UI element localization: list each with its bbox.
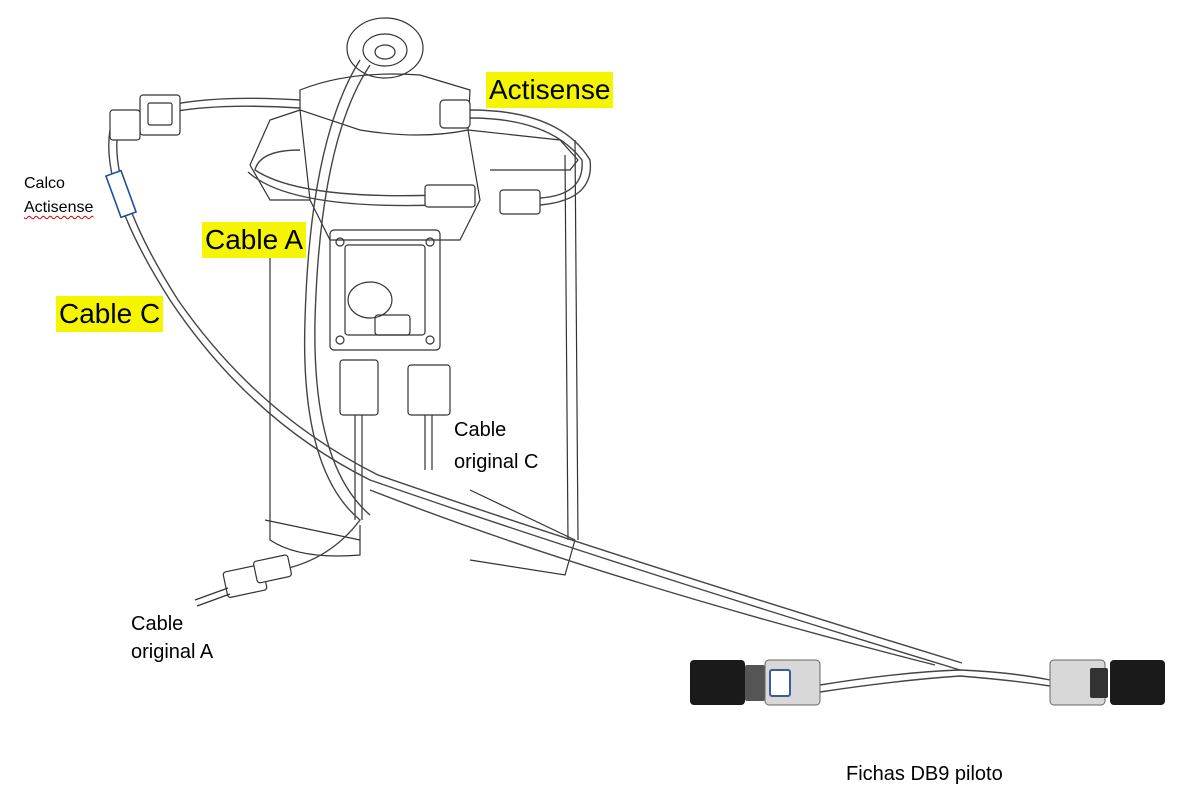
label-cable-orig-a-line1: Cable <box>131 613 184 635</box>
label-cable-orig-a-line2: original A <box>131 641 214 663</box>
label-cable-orig-c-line2: original C <box>454 451 539 473</box>
mount-boss <box>347 281 393 319</box>
db9-orig-c-top <box>407 364 451 416</box>
knob-inner <box>362 33 408 67</box>
pedestal-base-left <box>264 519 361 541</box>
label-cable-orig-c-line1: Cable <box>454 419 507 441</box>
mini-connector-1 <box>424 184 476 208</box>
db9-orig-a-plug <box>194 554 292 607</box>
mini-connector-2 <box>499 189 541 215</box>
db9-orig-a-top <box>339 359 379 416</box>
knob-outer <box>346 17 424 79</box>
pedestal-right-inner <box>564 154 569 541</box>
label-cable-a: Cable A <box>202 222 307 258</box>
knob-center <box>374 44 396 60</box>
db9-pilot-left <box>690 659 821 706</box>
mount-plate-inner <box>344 244 426 336</box>
actisense-coupler <box>439 99 471 129</box>
label-cable-c: Cable C <box>56 296 164 332</box>
label-fichas-db9: Fichas DB9 piloto <box>846 763 1003 785</box>
mount-latch <box>374 314 411 336</box>
cable-a-path <box>279 59 361 571</box>
actisense-loop <box>469 109 592 206</box>
top-cable-left <box>169 97 301 106</box>
housing-right-wing <box>467 129 579 171</box>
pedestal-bottom <box>469 539 576 576</box>
housing-left-wing <box>249 109 310 201</box>
pedestal-slope <box>469 489 576 541</box>
label-actisense: Actisense <box>486 72 614 108</box>
pilot-cable <box>819 669 1051 686</box>
lower-loop <box>254 149 441 197</box>
db9-pilot-right <box>1049 659 1165 706</box>
housing-body <box>299 109 481 241</box>
calco-marker <box>104 169 138 219</box>
calco-db9-connector <box>109 94 181 141</box>
pedestal-right-side <box>574 139 579 541</box>
label-calco-line1: Calco <box>24 175 65 192</box>
pedestal-body <box>269 240 361 557</box>
mount-plate <box>329 229 441 351</box>
cable-c-path <box>108 129 961 671</box>
label-calco-line2: Actisense <box>24 199 94 216</box>
